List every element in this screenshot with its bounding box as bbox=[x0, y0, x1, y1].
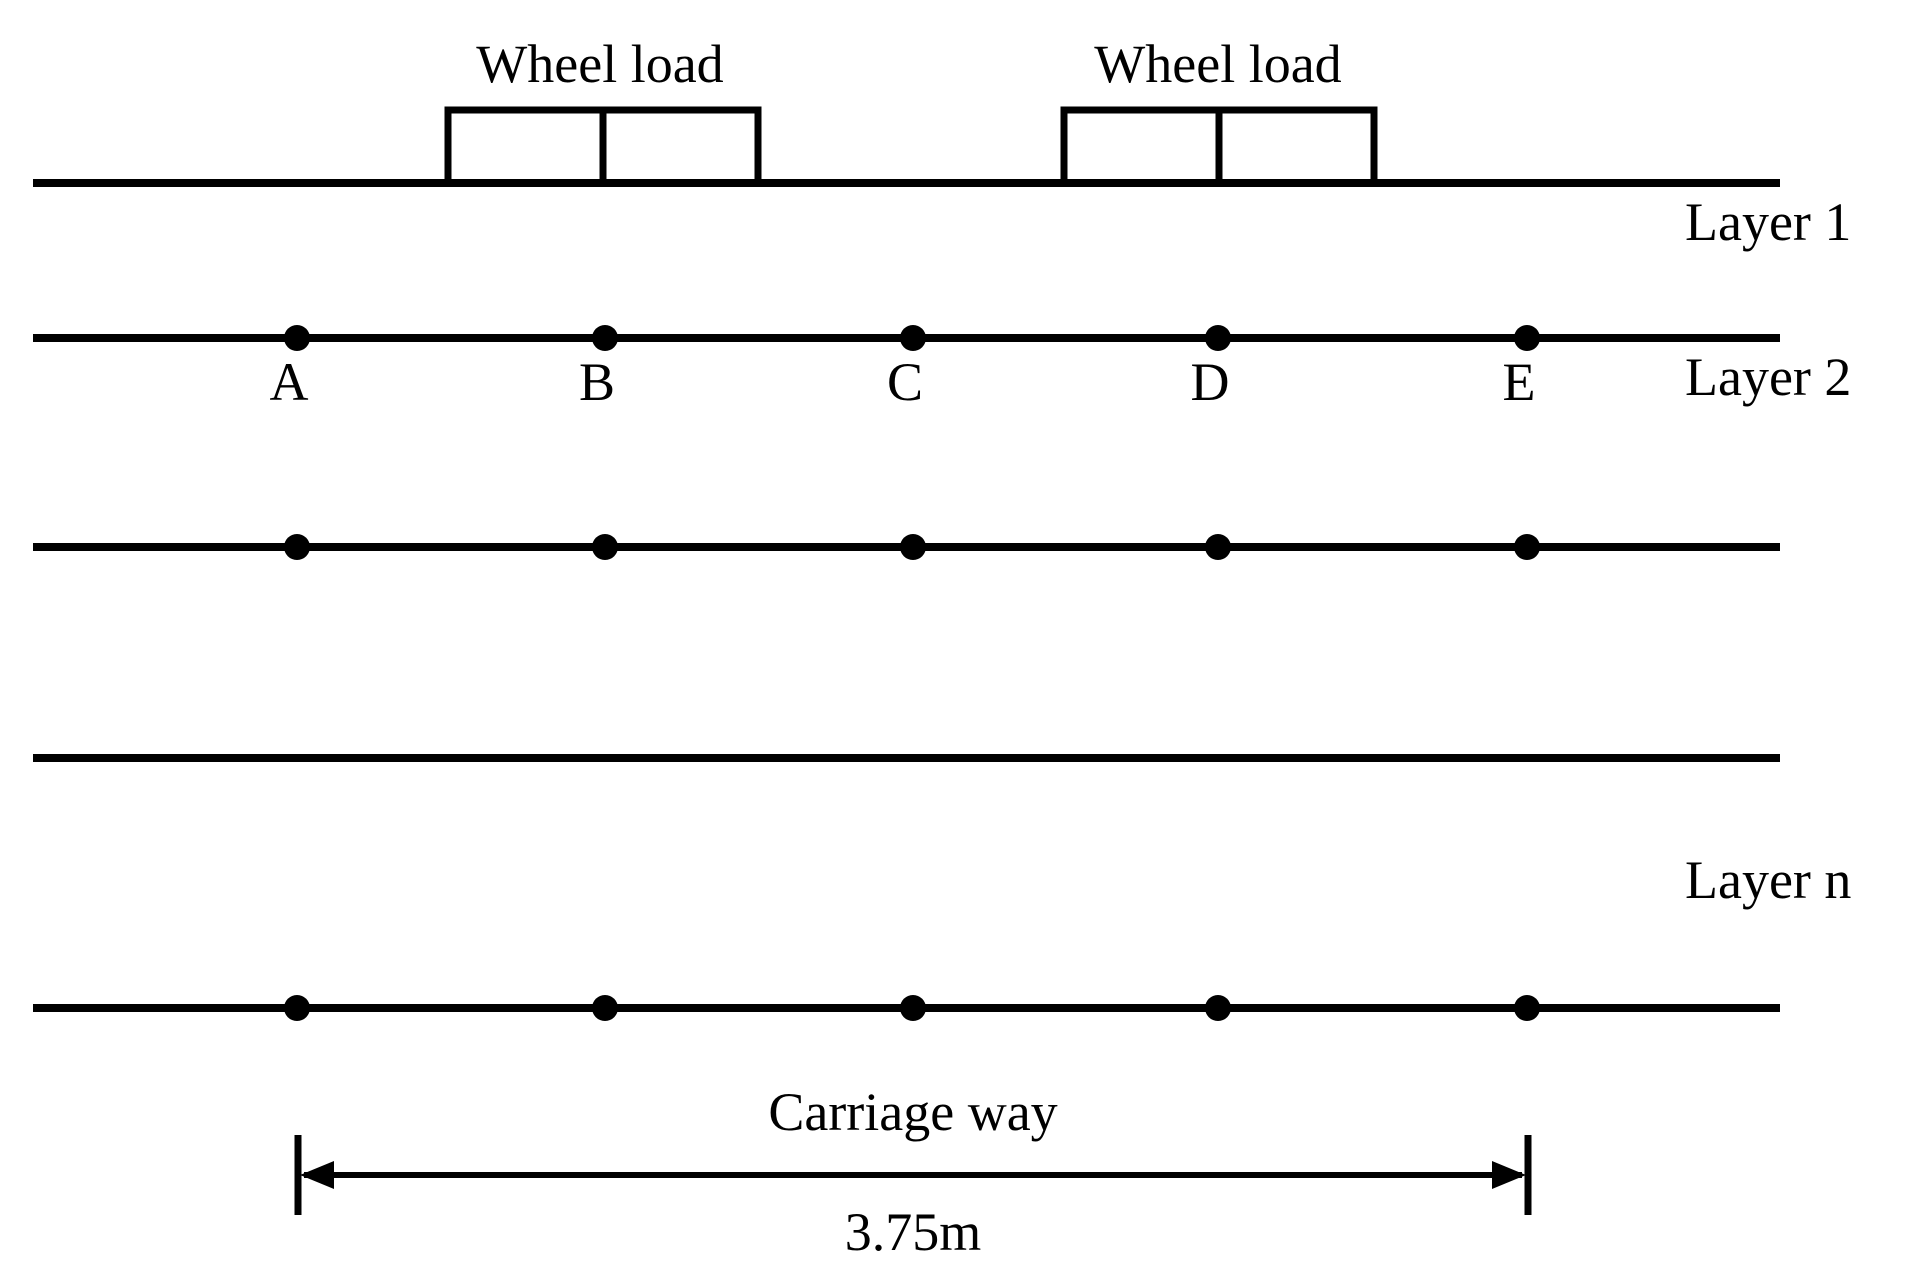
point-marker-e-layer-1 bbox=[1514, 325, 1540, 351]
point-marker-d-layer-2 bbox=[1205, 534, 1231, 560]
layer-1-label: Layer 1 bbox=[1685, 192, 1851, 252]
point-marker-e-layer-n bbox=[1514, 995, 1540, 1021]
wheel-load-right-footprint bbox=[1060, 106, 1378, 182]
carriage-way-width-value: 3.75m bbox=[845, 1202, 982, 1262]
analysis-point-labels: A B C D E bbox=[270, 352, 1536, 412]
point-marker-c-layer-2 bbox=[900, 534, 926, 560]
dimension-arrowhead-right bbox=[1492, 1161, 1526, 1189]
wheel-load-left-footprint bbox=[444, 106, 762, 182]
point-label-d: D bbox=[1191, 352, 1230, 412]
point-marker-b-layer-1 bbox=[592, 325, 618, 351]
layer-2-label: Layer 2 bbox=[1685, 347, 1851, 407]
analysis-point-markers bbox=[284, 325, 1540, 1021]
point-marker-c-layer-n bbox=[900, 995, 926, 1021]
carriage-way-label: Carriage way bbox=[768, 1082, 1057, 1142]
layer-n-label: Layer n bbox=[1685, 850, 1851, 910]
point-marker-e-layer-2 bbox=[1514, 534, 1540, 560]
wheel-load-left-label: Wheel load bbox=[476, 34, 723, 94]
point-marker-d-layer-1 bbox=[1205, 325, 1231, 351]
point-marker-a-layer-n bbox=[284, 995, 310, 1021]
point-marker-c-layer-1 bbox=[900, 325, 926, 351]
point-marker-d-layer-n bbox=[1205, 995, 1231, 1021]
dimension-arrowhead-left bbox=[300, 1161, 334, 1189]
carriage-way-dimension: Carriage way 3.75m bbox=[294, 1082, 1532, 1262]
point-label-c: C bbox=[887, 352, 923, 412]
point-marker-a-layer-1 bbox=[284, 325, 310, 351]
point-marker-b-layer-2 bbox=[592, 534, 618, 560]
wheel-load-right-label: Wheel load bbox=[1094, 34, 1341, 94]
point-marker-b-layer-n bbox=[592, 995, 618, 1021]
point-marker-a-layer-2 bbox=[284, 534, 310, 560]
point-label-e: E bbox=[1503, 352, 1536, 412]
point-label-b: B bbox=[579, 352, 615, 412]
point-label-a: A bbox=[270, 352, 309, 412]
